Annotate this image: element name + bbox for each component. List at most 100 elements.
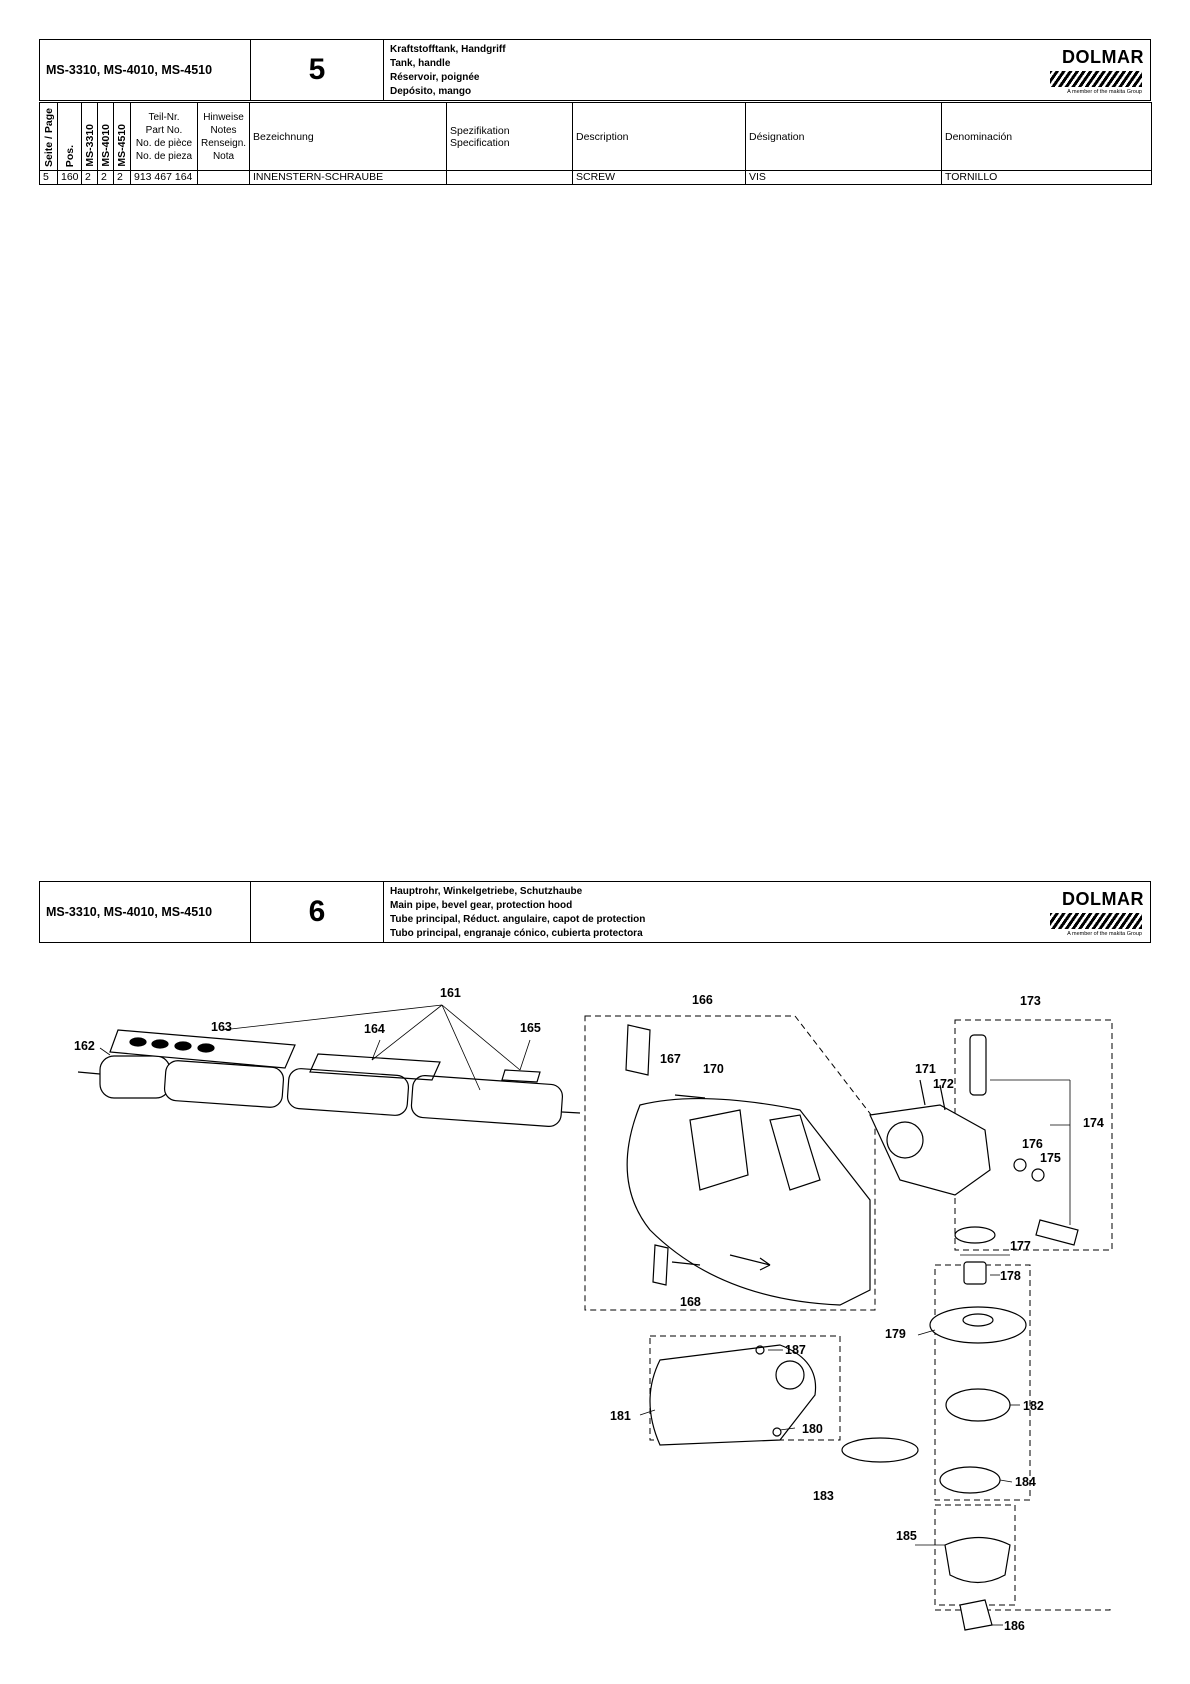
nut-186	[959, 1599, 993, 1631]
col-model-4510: MS-4510	[113, 102, 131, 171]
callout-label: 167	[660, 1052, 681, 1066]
screw-171	[919, 1079, 926, 1106]
callout-label: 165	[520, 1021, 541, 1035]
brand-name: DOLMAR	[1062, 47, 1144, 67]
callout-label: 183	[813, 1489, 834, 1503]
callout-label: 187	[785, 1343, 806, 1357]
cell-bezeichnung: INNENSTERN-SCHRAUBE	[249, 170, 447, 185]
screw-172	[939, 1084, 946, 1111]
section-number: 5	[251, 40, 384, 100]
callout-label: 164	[364, 1022, 385, 1036]
cell-page: 5	[39, 170, 58, 185]
cell-pos: 160	[57, 170, 82, 185]
cover-181	[649, 1344, 817, 1446]
section-number: 6	[251, 882, 384, 942]
callout-label: 174	[1083, 1116, 1104, 1130]
exploded-parts-diagram: 161 162 163 164 165 166 167 168 170 171 …	[74, 986, 1113, 1633]
cell-notes	[197, 170, 250, 185]
screw-180	[772, 1427, 782, 1437]
protection-hood	[626, 1098, 871, 1306]
col-bezeichnung: Bezeichnung	[249, 102, 447, 171]
callout-label: 172	[933, 1077, 954, 1091]
leader-lines	[99, 1004, 1071, 1626]
group-box-181	[649, 1335, 841, 1441]
section-header-6: MS-3310, MS-4010, MS-4510 6 Hauptrohr, W…	[39, 881, 1151, 943]
screw-168	[671, 1261, 701, 1266]
decal-165	[501, 1069, 541, 1083]
gear-bore	[886, 1121, 924, 1159]
dolmar-logo: DOLMAR A member of the makita Group	[1042, 882, 1150, 942]
plate-167	[625, 1024, 651, 1076]
parts-table: Seite / Page Pos. MS-3310 MS-4010 MS-451…	[39, 102, 1152, 185]
callout-label: 178	[1000, 1269, 1021, 1283]
hood-bracket	[689, 1109, 749, 1191]
callout-label: 177	[1010, 1239, 1031, 1253]
group-box-166	[584, 1015, 876, 1311]
group-box-186	[935, 1605, 1111, 1611]
col-description: Description	[572, 102, 746, 171]
section-title-es: Tubo principal, engranaje cónico, cubier…	[390, 928, 643, 939]
col-model-3310: MS-3310	[81, 102, 98, 171]
cell-designation: VIS	[745, 170, 942, 185]
callout-label: 182	[1023, 1399, 1044, 1413]
plate-168	[652, 1244, 669, 1286]
cell-description: SCREW	[572, 170, 746, 185]
holder-182	[945, 1388, 1011, 1422]
callout-label: 175	[1040, 1151, 1061, 1165]
callout-label: 173	[1020, 994, 1041, 1008]
section-title-fr: Réservoir, poignée	[390, 72, 480, 83]
group-box-179	[934, 1264, 1031, 1501]
bushing-178	[963, 1261, 987, 1285]
brand-tagline: A member of the makita Group	[1067, 931, 1142, 937]
section-titles: Hauptrohr, Winkelgetriebe, Schutzhaube M…	[384, 882, 1042, 942]
callout-label: 166	[692, 993, 713, 1007]
pin-174	[1035, 1219, 1079, 1246]
table-row: 5 160 2 2 2 913 467 164 INNENSTERN-SCHRA…	[39, 170, 1152, 185]
brand-tagline: A member of the makita Group	[1067, 89, 1142, 95]
disc-183	[841, 1437, 919, 1463]
callout-label: 180	[802, 1422, 823, 1436]
nut-175	[1031, 1168, 1045, 1182]
col-pos: Pos.	[57, 102, 82, 171]
section-title-es: Depósito, mango	[390, 86, 472, 97]
col-page: Seite / Page	[39, 102, 58, 171]
section-title-de: Hauptrohr, Winkelgetriebe, Schutzhaube	[390, 886, 583, 897]
callout-label: 170	[703, 1062, 724, 1076]
screw-187	[755, 1345, 765, 1355]
model-list: MS-3310, MS-4010, MS-4510	[40, 882, 251, 942]
callout-label: 171	[915, 1062, 936, 1076]
cell-part-no: 913 467 164	[130, 170, 198, 185]
cell-qty-3310: 2	[81, 170, 98, 185]
decal-164	[309, 1053, 441, 1081]
section-header-5: MS-3310, MS-4010, MS-4510 5 Kraftstoffta…	[39, 39, 1151, 101]
callout-label: 184	[1015, 1475, 1036, 1489]
screw-170	[674, 1094, 706, 1099]
group-box-185	[934, 1504, 1016, 1606]
callout-label: 181	[610, 1409, 631, 1423]
cell-qty-4510: 2	[113, 170, 131, 185]
logo-stripes	[1050, 71, 1142, 87]
col-designation: Désignation	[745, 102, 942, 171]
cell-denominacion: TORNILLO	[941, 170, 1152, 185]
model-list: MS-3310, MS-4010, MS-4510	[40, 40, 251, 100]
callout-label: 168	[680, 1295, 701, 1309]
col-denominacion: Denominación	[941, 102, 1152, 171]
dolmar-logo: DOLMAR A member of the makita Group	[1042, 40, 1150, 100]
drawing-linework	[77, 1004, 1113, 1631]
hood-bracket-2	[769, 1114, 821, 1191]
main-pipe	[77, 1055, 581, 1127]
section-title-fr: Tube principal, Réduct. angulaire, capot…	[390, 914, 646, 925]
section-title-de: Kraftstofftank, Handgriff	[390, 44, 506, 55]
col-model-4010: MS-4010	[97, 102, 114, 171]
callout-label: 161	[440, 986, 461, 1000]
callout-label: 185	[896, 1529, 917, 1543]
washer-176	[1013, 1158, 1027, 1172]
callout-label: 179	[885, 1327, 906, 1341]
brand-name: DOLMAR	[1062, 889, 1144, 909]
callout-label: 176	[1022, 1137, 1043, 1151]
gear-shaft-174	[969, 1034, 987, 1096]
decal-163-marks	[129, 1037, 215, 1053]
logo-stripes	[1050, 913, 1142, 929]
